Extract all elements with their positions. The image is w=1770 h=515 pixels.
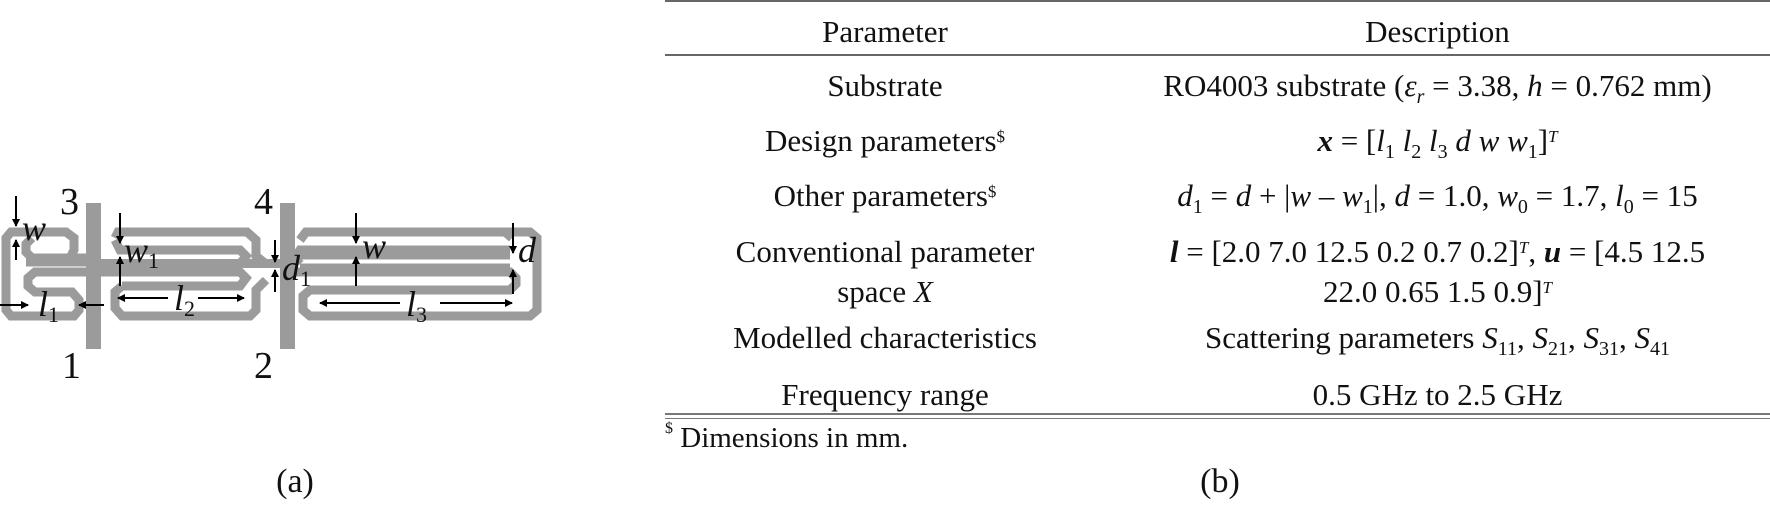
dim-label-w-right: w — [362, 226, 386, 266]
table-top-rule — [665, 0, 1770, 2]
port-stub-left — [86, 203, 101, 349]
table-row: Design parameters$ x = [l1 l2 l3 d w w1]… — [665, 119, 1770, 174]
dimension-arrows — [0, 196, 517, 309]
param-design: Design parameters$ — [764, 123, 1006, 159]
dim-label-d1: d1 — [282, 248, 311, 291]
param-other: Other parameters$ — [773, 178, 997, 214]
table-row: Other parameters$ d1 = d + |w – w1|, d =… — [665, 174, 1770, 229]
caption-a: (a) — [276, 463, 314, 500]
microstrip-traces — [1, 227, 542, 321]
dim-label-d: d — [518, 230, 537, 270]
port-label-1: 1 — [62, 345, 81, 387]
caption-b: (b) — [1200, 463, 1240, 500]
desc-conventional-space: l = [2.0 7.0 12.5 0.2 0.7 0.2]T, u = [4.… — [1169, 233, 1706, 309]
table-footnote: $ Dimensions in mm. — [665, 420, 909, 454]
port-label-3: 3 — [60, 181, 79, 223]
dim-label-l3: l3 — [406, 284, 427, 327]
param-frequency: Frequency range — [781, 376, 989, 412]
param-substrate: Substrate — [827, 68, 943, 103]
coupler-layout-diagram: 3 4 1 2 w w1 l1 l2 d1 w d l3 — [0, 181, 542, 387]
center-junction — [98, 259, 298, 268]
parameter-table: Parameter Description Substrate RO4003 s… — [665, 8, 1770, 417]
port-label-4: 4 — [254, 181, 273, 223]
table-header-rule — [665, 54, 1770, 56]
dim-label-w-left: w — [22, 208, 46, 248]
table-row: Modelled characteristics Scattering para… — [665, 312, 1770, 371]
param-modelled: Modelled characteristics — [733, 319, 1037, 355]
header-parameter: Parameter — [822, 14, 948, 49]
dim-label-l1: l1 — [38, 284, 59, 327]
table-header-row: Parameter Description — [665, 8, 1770, 56]
table-row: Substrate RO4003 substrate (εr = 3.38, h… — [665, 56, 1770, 119]
port-stub-right — [280, 203, 295, 349]
desc-frequency: 0.5 GHz to 2.5 GHz — [1312, 376, 1563, 412]
port-label-2: 2 — [254, 345, 273, 387]
dim-label-l2: l2 — [174, 278, 195, 321]
dim-label-w1: w1 — [124, 230, 159, 273]
desc-modelled: Scattering parameters S11, S21, S31, S41 — [1205, 319, 1670, 360]
header-description: Description — [1365, 14, 1510, 49]
desc-other: d1 = d + |w – w1|, d = 1.0, w0 = 1.7, l0… — [1177, 178, 1698, 219]
desc-design: x = [l1 l2 l3 d w w1]T — [1317, 123, 1558, 164]
table-row: Frequency range 0.5 GHz to 2.5 GHz — [665, 371, 1770, 417]
table-bottom-rule — [665, 413, 1770, 419]
desc-substrate: RO4003 substrate (εr = 3.38, h = 0.762 m… — [1163, 68, 1712, 109]
